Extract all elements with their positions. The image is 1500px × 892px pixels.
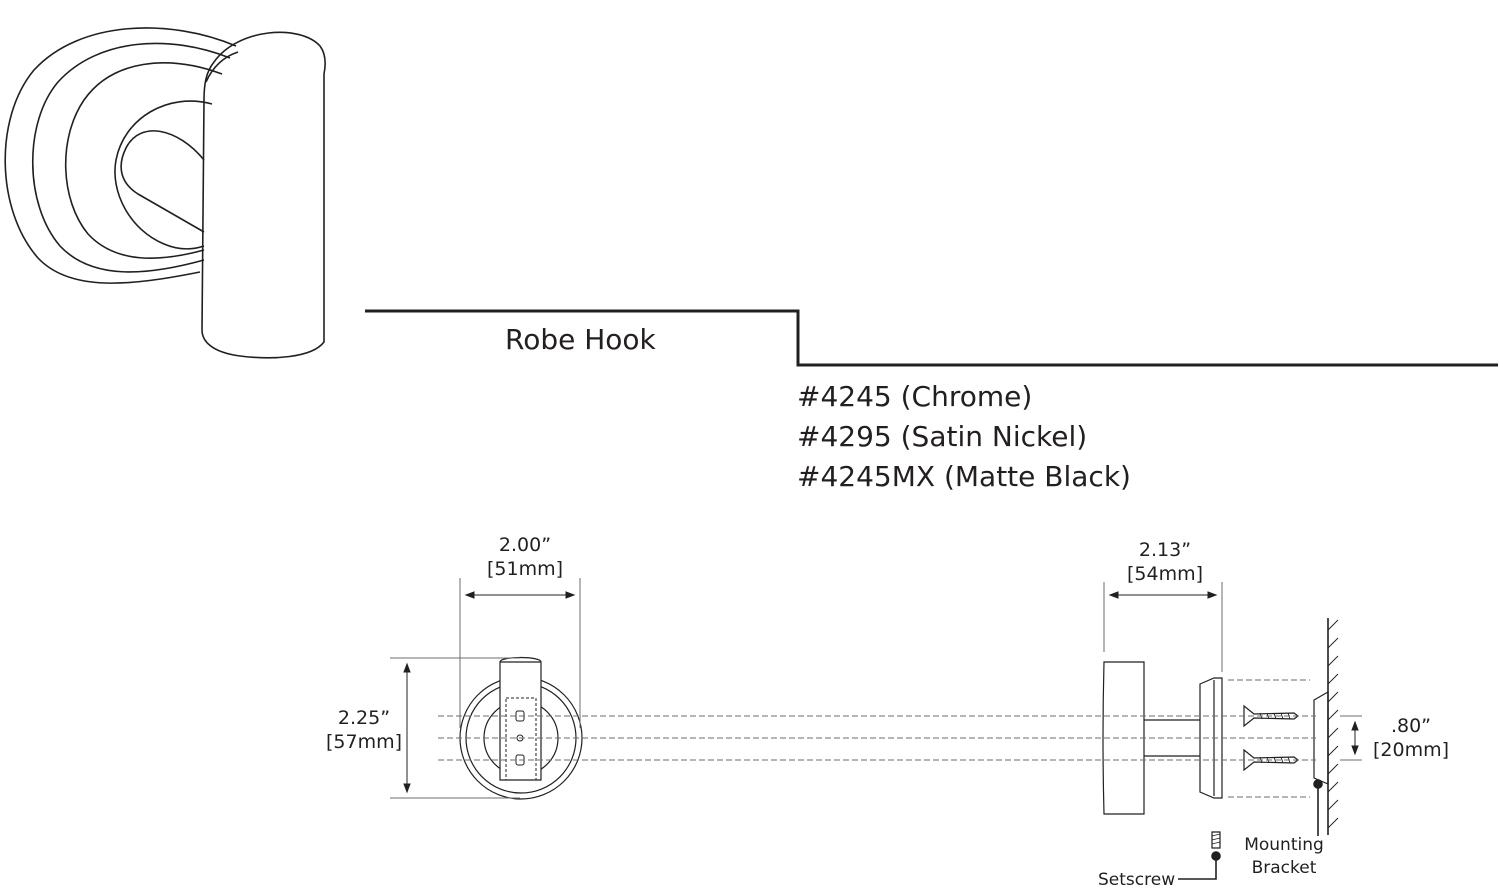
robe-hook-illustration [4, 27, 326, 359]
height-imperial: 2.25” [337, 707, 391, 729]
front-view [459, 656, 583, 800]
projection-metric: [54mm] [1126, 563, 1204, 585]
wall-hatching [1327, 619, 1339, 829]
rosette-third-ring [64, 62, 223, 259]
projection-dimension: 2.13” [54mm] [1110, 538, 1220, 586]
dimension-lines [390, 578, 1362, 799]
width-metric: [51mm] [486, 558, 564, 580]
title-divider [365, 309, 1498, 367]
setscrew-leader [1178, 856, 1217, 880]
mounting-bracket-label-line1: Mounting [1244, 835, 1324, 855]
mounting-bracket-label: Mounting Bracket [1236, 834, 1332, 880]
side-view [1102, 618, 1339, 849]
hook-cylinder-body [201, 31, 326, 359]
front-bracket-hidden [505, 697, 537, 781]
screw-spacing-imperial: .80” [1390, 715, 1432, 737]
rosette-outer-ring [4, 27, 237, 284]
product-title: Robe Hook [505, 323, 656, 356]
setscrew-label: Setscrew [1098, 870, 1176, 890]
height-metric: [57mm] [325, 731, 403, 753]
screw-spacing-dimension: .80” [20mm] [1365, 714, 1457, 762]
projection-imperial: 2.13” [1138, 539, 1192, 561]
model-matte-black: #4245MX (Matte Black) [797, 460, 1131, 493]
rosette-second-ring [31, 42, 231, 273]
width-imperial: 2.00” [498, 534, 552, 556]
mounting-bracket [1313, 690, 1329, 785]
width-dimension: 2.00” [51mm] [470, 533, 580, 581]
model-satin-nickel: #4295 (Satin Nickel) [797, 420, 1088, 453]
hook-cylinder-seam [205, 51, 239, 83]
callout-leaders [1178, 779, 1323, 880]
screw-spacing-metric: [20mm] [1372, 739, 1450, 761]
mounting-bracket-label-line2: Bracket [1251, 858, 1317, 878]
rosette-inner-face [114, 100, 213, 250]
side-rosette [1199, 677, 1223, 799]
front-hook-cap [499, 656, 542, 663]
model-chrome: #4245 (Chrome) [797, 380, 1033, 413]
hook-arm-outline [120, 130, 205, 233]
height-dimension: 2.25” [57mm] [318, 706, 410, 754]
center-lines [438, 679, 1316, 798]
setscrew-part [1211, 831, 1221, 849]
